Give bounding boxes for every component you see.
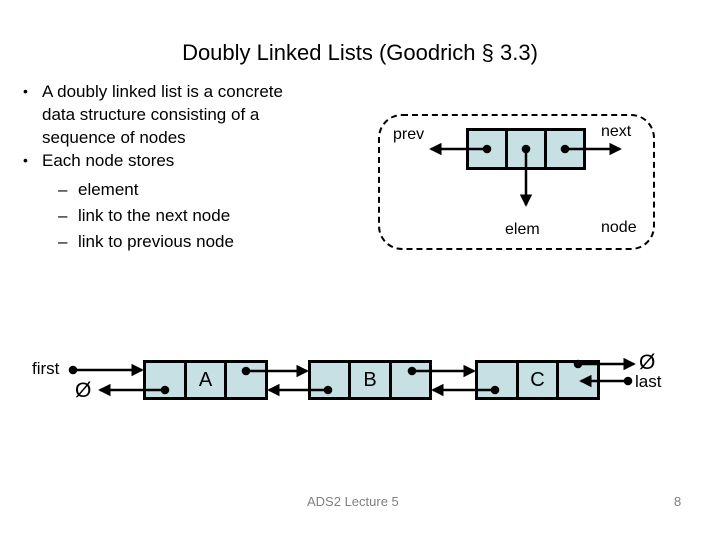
node-cell-next	[227, 363, 266, 397]
null-symbol-left: Ø	[75, 379, 92, 402]
node-definition-box	[378, 114, 655, 250]
node-cell-next	[547, 131, 583, 167]
node-cell-next	[391, 363, 429, 397]
list-node-a: A	[143, 360, 268, 400]
node-cell-elem	[508, 131, 544, 167]
list-node-c: C	[475, 360, 600, 400]
sub-bullet-list: – element – link to the next node – link…	[16, 177, 366, 255]
bullet-text: Each node stores	[42, 151, 175, 170]
sub-bullet-item: – link to previous node	[16, 229, 366, 255]
node-cell-prev	[146, 363, 184, 397]
next-label: next	[601, 123, 632, 140]
sub-bullet-text: element	[78, 180, 139, 199]
elem-label: elem	[505, 221, 540, 238]
node-cell-elem: A	[186, 363, 225, 397]
list-node-b: B	[308, 360, 432, 400]
node-cell-prev	[469, 131, 505, 167]
prev-label: prev	[393, 126, 425, 143]
arrow-first	[68, 363, 144, 377]
bullet-list: • A doubly linked list is a concrete dat…	[16, 80, 366, 255]
dash-marker: –	[58, 206, 68, 225]
node-label: node	[601, 219, 637, 236]
node-cell-elem: B	[351, 363, 389, 397]
bullet-line: data structure consisting of a	[42, 105, 260, 124]
bullet-item: • A doubly linked list is a concrete dat…	[16, 80, 366, 149]
bullet-line: A doubly linked list is a concrete	[42, 82, 283, 101]
sub-bullet-text: link to the next node	[78, 206, 231, 225]
dash-marker: –	[58, 180, 68, 199]
first-label: first	[32, 359, 60, 378]
bullet-item: • Each node stores	[16, 149, 366, 172]
node-cell-prev	[311, 363, 349, 397]
dash-marker: –	[58, 232, 68, 251]
footer-page-number: 8	[674, 494, 682, 509]
node-cell-prev	[478, 363, 516, 397]
last-label: last	[635, 372, 662, 391]
slide-title: Doubly Linked Lists (Goodrich § 3.3)	[182, 40, 538, 65]
sub-bullet-item: – element	[16, 177, 366, 203]
footer-lecture-title: ADS2 Lecture 5	[307, 494, 399, 509]
null-symbol-right: Ø	[639, 351, 656, 374]
sub-bullet-item: – link to the next node	[16, 203, 366, 229]
bullet-line: sequence of nodes	[42, 128, 186, 147]
bullet-marker: •	[23, 152, 28, 168]
bullet-marker: •	[23, 83, 28, 99]
node-cell-elem: C	[518, 363, 557, 397]
bullet-text: A doubly linked list is a concrete data …	[42, 80, 366, 149]
sub-bullet-text: link to previous node	[78, 232, 234, 251]
node-cell-next	[559, 363, 598, 397]
node-definition	[466, 128, 586, 170]
